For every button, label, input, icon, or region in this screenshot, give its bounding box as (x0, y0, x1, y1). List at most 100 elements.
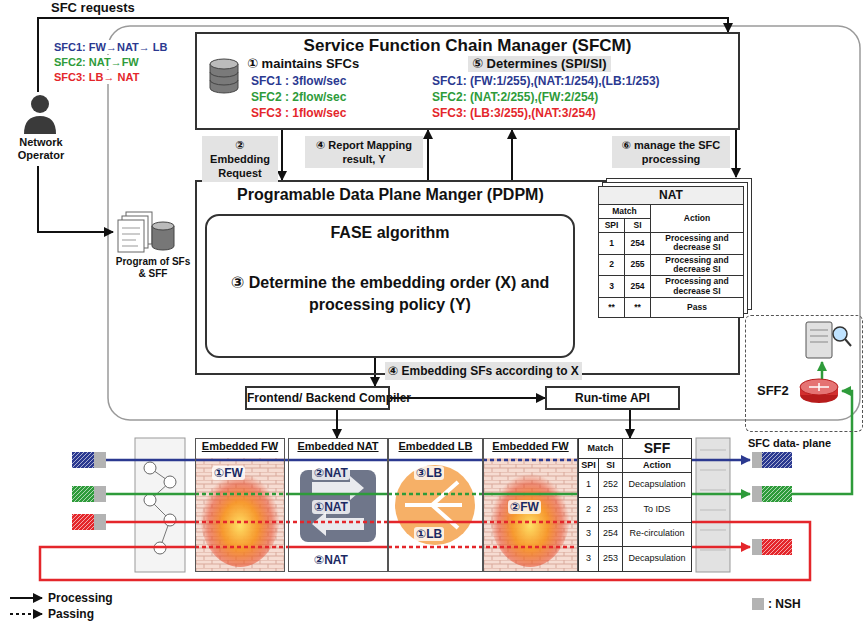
table-cell: Match (599, 205, 651, 219)
table-cell: Decapsulation (623, 473, 692, 498)
drawing-rect (94, 486, 106, 502)
drawing-circle (833, 327, 847, 341)
drawing-rect (72, 486, 94, 502)
table-cell: 254 (599, 523, 623, 548)
edge-label: ② Embedding Request (202, 136, 278, 182)
table-cell: 1 (599, 233, 625, 255)
drawing-path (809, 383, 829, 391)
drawing-path (210, 72, 238, 85)
function-box: Embedded LB (388, 438, 483, 572)
table-cell: Processing and decrease SI (651, 233, 744, 255)
drawing-rect (195, 32, 740, 130)
table-cell: 2 (579, 498, 599, 523)
drawing-rect (118, 220, 144, 252)
rate-text: SFC1 : 3flow/sec (251, 74, 346, 89)
drawing-rect (762, 539, 792, 555)
edge-label: SFC requests (48, 0, 138, 15)
table-cell: To IDS (623, 498, 692, 523)
step-number: ③LB (414, 466, 444, 480)
connector-arrow (390, 397, 545, 399)
box-title: Embedded LB (389, 440, 482, 453)
node-label: SFF2 (757, 383, 789, 399)
forwarder-node: SFF2 (755, 377, 841, 407)
drawing-ellipse (800, 379, 838, 395)
drawing-circle (164, 476, 176, 488)
program-store: Program of SFs & SFF (113, 210, 193, 286)
edge-label: ⑥ manage the SFC processing (612, 136, 730, 168)
drawing-path (195, 546, 288, 549)
sfc-store: ① maintains SFCsSFC1 : 3flow/secSFC2 : 2… (203, 56, 418, 126)
drawing-rect (72, 514, 94, 530)
drawing-path (106, 493, 195, 496)
drawing-rect (762, 452, 792, 468)
drawing-ellipse (200, 463, 280, 567)
table-cell: Processing and decrease SI (651, 255, 744, 277)
drawing-path (106, 459, 483, 462)
drawing-ellipse (490, 463, 570, 567)
table-cell: NAT (599, 187, 744, 205)
edge-label: ④ Report Mapping result, Y (305, 136, 423, 168)
box-title: FASE algorithm (207, 224, 573, 242)
drawing-path (845, 339, 851, 346)
box-title: Embedded FW (196, 440, 284, 453)
drawing-circle (31, 95, 49, 113)
path-id-text: SFC1: (FW:1/255),(NAT:1/254),(LB:1/253) (432, 74, 660, 89)
table-cell: Decapsulation (623, 547, 692, 572)
table-cell: Match (579, 439, 623, 459)
drawing-path (483, 459, 578, 462)
table-cell: SI (599, 459, 623, 473)
table-cell: Re-circulation (623, 523, 692, 548)
drawing-path (24, 116, 56, 134)
table-cell: SFF (623, 439, 692, 459)
drawing-rect (762, 452, 792, 468)
box-label: Run-time API (547, 388, 678, 408)
drawing-rect (752, 486, 762, 502)
box-title: Embedded FW (484, 440, 577, 453)
drawing-rect (806, 322, 832, 358)
path-id-text: SFC2: (NAT:2/255),(FW:2/254) (432, 90, 598, 105)
drawing-path (388, 493, 483, 496)
drawing-rect (94, 514, 106, 530)
step-number: ②NAT (312, 553, 350, 567)
drawing-rect (72, 452, 94, 468)
drawing-rect (484, 458, 577, 571)
drawing-ellipse (152, 222, 174, 230)
drawing-path (388, 521, 483, 524)
path-id-list: ⑤ Determines (SPI/SI) SFC1: (FW:1/255),(N… (428, 56, 736, 126)
table-cell: 255 (625, 255, 651, 277)
drawing-circle (144, 462, 156, 474)
table-cell: Pass (651, 298, 744, 318)
drawing-rect (762, 486, 792, 502)
drawing-rect (135, 438, 185, 572)
chain-label: SFC2: NAT→FW (52, 55, 141, 69)
legend-text: : NSH (768, 597, 801, 611)
drawing-rect (94, 452, 106, 468)
step-label: ⑤ Determines (SPI/SI) (468, 56, 611, 72)
drawing-path (10, 597, 42, 599)
drawing-path (700, 450, 726, 550)
table-cell: ** (625, 298, 651, 318)
chain-label: SFC3: LB→ NAT (52, 70, 141, 84)
legend-text: Passing (48, 607, 94, 621)
drawing-rect (752, 452, 762, 468)
table-cell: Processing and decrease SI (651, 276, 744, 298)
table-cell: 254 (625, 233, 651, 255)
drawing-rect (696, 438, 730, 572)
connector-arrow (38, 166, 113, 232)
step-text: ③ Determine the embedding order (X) and … (227, 272, 553, 316)
drawing-path (288, 546, 388, 549)
process-box: Frontend/ Backend Compiler (245, 386, 390, 410)
drawing-circle (395, 465, 475, 545)
drawing-circle (144, 494, 156, 506)
drawing-path (810, 330, 828, 342)
edge-label: ④ Embedding SFs according to X (385, 362, 582, 380)
region-label: SFC data- plane (748, 436, 831, 450)
node-label: Network Operator (4, 136, 78, 162)
step-number: ①LB (414, 527, 444, 541)
connector-arrow (511, 130, 513, 180)
dashed-outline (745, 315, 863, 432)
sff-table: MatchSFFActionSPISI1252Decapsulation2253… (578, 438, 692, 572)
table-cell: Action (651, 205, 744, 233)
drawing-circle (164, 514, 176, 526)
